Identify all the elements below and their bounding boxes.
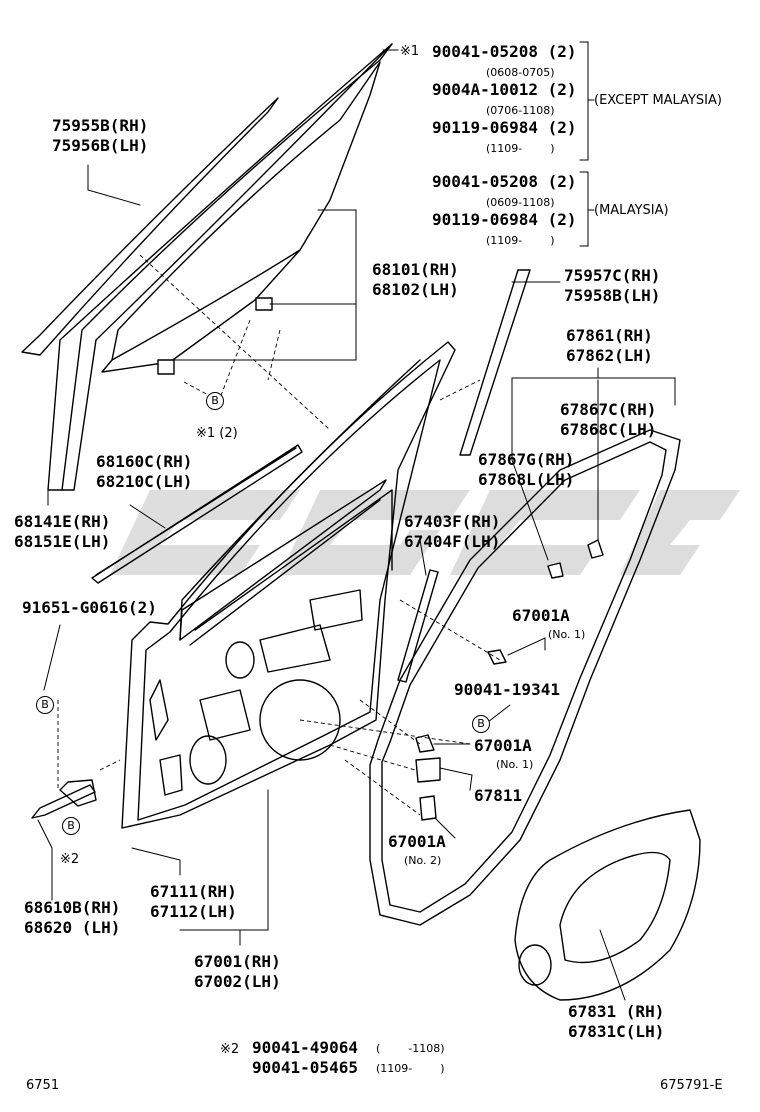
weatherstrip-front [397, 569, 439, 683]
label-67862: 67862(LH) [566, 346, 653, 365]
label-90041-19341: 90041-19341 [454, 680, 560, 699]
callout-90041-05208: 90041-05208 (2) [432, 42, 577, 61]
pad-67811 [415, 757, 441, 783]
belt-moulding [91, 444, 303, 584]
label-68151e: 68151E(LH) [14, 532, 111, 551]
marker-b-4: B [62, 817, 80, 835]
pad-67001a-3 [419, 795, 437, 821]
label-67112: 67112(LH) [150, 902, 237, 921]
marker-b-3: B [472, 715, 490, 733]
label-91651: 91651-G0616(2) [22, 598, 157, 617]
label-67001: 67001(RH) [194, 952, 281, 971]
label-68160c: 68160C(RH) [96, 452, 193, 471]
bottom-note-mark: ※2 [220, 1042, 240, 1057]
door-glass [101, 61, 381, 373]
callout-range-4: (0609-1108) [486, 196, 555, 209]
callout-range-5: (1109- ) [486, 234, 555, 247]
label-67404f: 67404F(LH) [404, 532, 501, 551]
window-moulding-outer [21, 97, 279, 356]
label-67867g: 67867G(RH) [478, 450, 575, 469]
door-panel [121, 341, 456, 829]
clip-67867c [587, 539, 604, 559]
label-67403f: 67403F(RH) [404, 512, 501, 531]
label-67831c: 67831C(LH) [568, 1022, 665, 1041]
label-67867c: 67867C(RH) [560, 400, 657, 419]
label-67868l: 67868L(LH) [478, 470, 575, 489]
bottom-note-range-1: ( -1108) [376, 1042, 445, 1055]
label-75956b: 75956B(LH) [52, 136, 149, 155]
label-68210c: 68210C(LH) [96, 472, 193, 491]
label-67868c: 67868C(LH) [560, 420, 657, 439]
clip-67867g [547, 562, 564, 579]
bottom-note-part-2: 90041-05465 [252, 1058, 358, 1077]
label-67002: 67002(LH) [194, 972, 281, 991]
label-67001a-3-no: (No. 2) [404, 854, 442, 867]
label-67001a-3: 67001A [388, 832, 446, 851]
malaysia-label: (MALAYSIA) [594, 203, 669, 218]
marker-b-1: B [206, 392, 224, 410]
label-67001a-2: 67001A [474, 736, 532, 755]
label-75958b: 75958B(LH) [564, 286, 661, 305]
footer-figure-code: 675791-E [660, 1078, 723, 1093]
note1-mark: ※1 [400, 44, 420, 59]
label-68620: 68620 (LH) [24, 918, 121, 937]
callout-range-1: (0608-0705) [486, 66, 555, 79]
callout-range-2: (0706-1108) [486, 104, 555, 117]
label-67831: 67831 (RH) [568, 1002, 665, 1021]
bottom-note-part-1: 90041-49064 [252, 1038, 358, 1057]
label-75955b: 75955B(RH) [52, 116, 149, 135]
label-67861: 67861(RH) [566, 326, 653, 345]
clip-67001a-1 [487, 649, 507, 665]
label-67001a-2-no: (No. 1) [496, 758, 534, 771]
note1-qty: ※1 (2) [196, 426, 238, 441]
label-68102: 68102(LH) [372, 280, 459, 299]
label-68141e: 68141E(RH) [14, 512, 111, 531]
service-hole-cover [514, 809, 701, 1001]
callout-range-3: (1109- ) [486, 142, 555, 155]
label-67111: 67111(RH) [150, 882, 237, 901]
marker-b-2: B [36, 696, 54, 714]
label-67001a-1: 67001A [512, 606, 570, 625]
bottom-note-range-2: (1109- ) [376, 1062, 445, 1075]
window-frame [47, 43, 393, 491]
run-channel-rear [459, 269, 531, 456]
note2-mark: ※2 [60, 852, 80, 867]
callout-9004a-10012: 9004A-10012 (2) [432, 80, 577, 99]
clip-67001a-2 [415, 734, 435, 753]
door-weatherstrip [369, 429, 681, 926]
door-check [31, 784, 96, 819]
label-68610b: 68610B(RH) [24, 898, 121, 917]
label-67001a-1-no: (No. 1) [548, 628, 586, 641]
callout-90119-06984: 90119-06984 (2) [432, 118, 577, 137]
callout-90041-05208-my: 90041-05208 (2) [432, 172, 577, 191]
callout-90119-06984-my: 90119-06984 (2) [432, 210, 577, 229]
footer-page-code: 6751 [26, 1078, 60, 1093]
label-67811: 67811 [474, 786, 523, 805]
label-75957c: 75957C(RH) [564, 266, 661, 285]
label-68101: 68101(RH) [372, 260, 459, 279]
except-malaysia-label: (EXCEPT MALAYSIA) [594, 93, 722, 108]
